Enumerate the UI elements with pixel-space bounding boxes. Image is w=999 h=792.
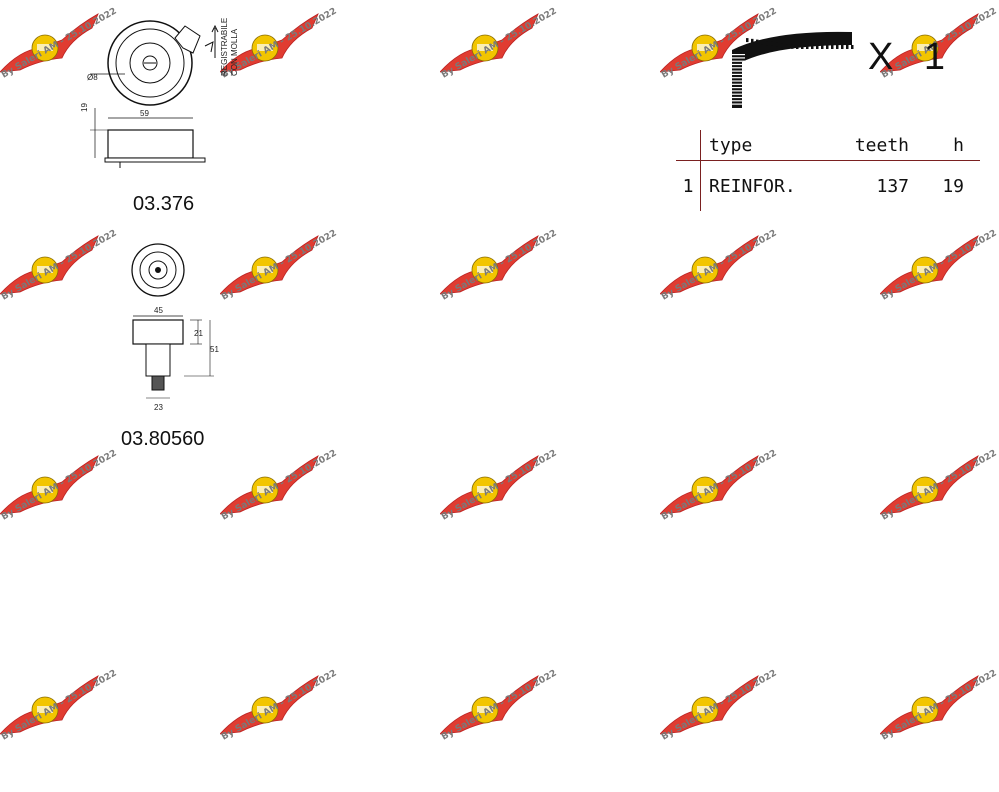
table-row: 1 REINFOR. 137 19 [676,160,980,211]
header-h: h [909,130,980,161]
watermark-logo: By Saleri AM - 25.10.2022 [219,448,350,572]
watermark-logo: By Saleri AM - 25.10.2022 [219,6,350,130]
winged-badge-icon [0,455,99,515]
watermark-logo: By Saleri AM - 25.10.2022 [879,6,999,130]
tensioner-drawing: 19 59 Ø8 REGISTRABILE CON MOLLA [80,18,239,168]
header-teeth: teeth [839,130,909,161]
watermark-logo: By Saleri AM - 25.10.2022 [439,228,570,352]
winged-badge-icon [439,13,539,73]
timing-belt-image [732,31,854,108]
watermark-logo: By Saleri AM - 25.10.2022 [879,668,999,792]
winged-badge-icon [659,13,759,73]
base-width-label: 23 [154,403,163,412]
watermark-logo: By Saleri AM - 25.10.2022 [439,668,570,792]
row-index: 1 [676,160,701,211]
header-index [676,130,701,161]
watermark-logo: By Saleri AM - 25.10.2022 [659,668,790,792]
spec-table: type teeth h 1 REINFOR. 137 19 [676,130,980,211]
idler-drawing: 45 21 51 23 [131,243,219,412]
watermark-logo: By Saleri AM - 25.10.2022 [879,448,999,572]
adjustable-note-1: REGISTRABILE [220,18,229,76]
winged-badge-icon [219,13,319,73]
watermark-logo: By Saleri AM - 25.10.2022 [439,448,570,572]
winged-badge-icon [0,235,99,295]
diameter-label: 45 [154,306,163,315]
belt-quantity: X 1 [868,36,956,78]
watermark-logo: By Saleri AM - 25.10.2022 [659,228,790,352]
winged-badge-icon [219,455,319,515]
adjustable-note-2: CON MOLLA [230,28,239,76]
watermark-logo: By Saleri AM - 25.10.2022 [0,6,130,130]
watermark-logo: By Saleri AM - 25.10.2022 [0,668,130,792]
row-type: REINFOR. [709,175,796,197]
top-height-label: 21 [194,329,203,338]
winged-badge-icon [879,235,979,295]
winged-badge-icon [439,455,539,515]
watermark-logo: By Saleri AM - 25.10.2022 [659,6,790,130]
winged-badge-icon [219,235,319,295]
part-code-2: 03.80560 [121,428,205,450]
watermark-logo: By Saleri AM - 25.10.2022 [0,228,130,352]
height-label: 19 [80,103,89,112]
part-code-1: 03.376 [133,193,195,215]
winged-badge-icon [879,455,979,515]
watermark-logo: By Saleri AM - 25.10.2022 [659,448,790,572]
header-type: type [700,130,839,161]
watermark-logo: By Saleri AM - 25.10.2022 [219,228,350,352]
width-label: 59 [140,109,149,118]
watermark-logo: By Saleri AM - 25.10.2022 [0,448,130,572]
watermark-logo: By Saleri AM - 25.10.2022 [219,668,350,792]
winged-badge-icon [0,13,99,73]
diameter-label: Ø8 [87,73,98,82]
winged-badge-icon [439,235,539,295]
winged-badge-icon [659,235,759,295]
row-h: 19 [942,175,964,197]
winged-badge-icon [659,455,759,515]
total-height-label: 51 [210,345,219,354]
table-header-row: type teeth h [676,130,980,161]
watermark-logo: By Saleri AM - 25.10.2022 [879,228,999,352]
row-teeth: 137 [876,175,909,197]
winged-badge-icon [879,13,979,73]
watermark-logo: By Saleri AM - 25.10.2022 [439,6,570,130]
